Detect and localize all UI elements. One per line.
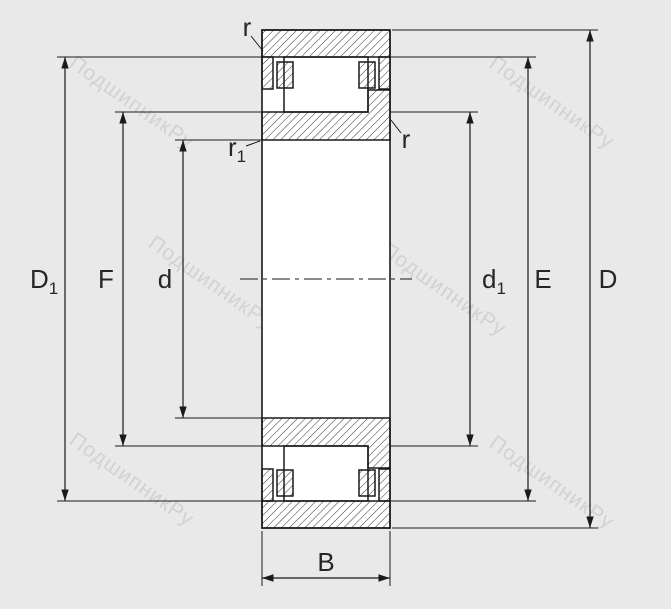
dim-label-B: B [317,547,334,577]
leader-r-right [390,119,402,134]
watermark: ПодшипникРу [485,431,618,534]
leader-r1 [245,140,261,147]
cage-bottom-left [276,469,294,497]
outer-ring-bottom [261,500,391,529]
dimension-lines [61,30,594,582]
watermark: ПодшипникРу [485,51,618,154]
bearing-body [240,29,412,529]
dim-label-r-top: r [243,12,252,42]
cage-top-right [358,61,376,89]
dim-label-D: D [599,264,618,294]
outer-ring-flange-bottom-left [261,468,274,502]
outer-ring-flange-top-right [378,56,391,90]
roller-top [283,56,369,113]
dim-label-d: d [158,264,172,294]
dim-label-r1: r1 [228,132,246,166]
roller-bottom [283,445,369,502]
dim-label-r-right: r [402,124,411,154]
watermark: ПодшипникРу [65,428,198,531]
dimension-labels: r r1 r D1 F d d1 E D B [30,12,617,577]
dim-label-E: E [534,264,551,294]
cage-bottom-right [358,469,376,497]
leader-lines [245,35,402,147]
dim-label-d1: d1 [482,264,506,298]
outer-ring-flange-top-left [261,56,274,90]
outer-ring-top [261,29,391,58]
cage-top-left [276,61,294,89]
dim-label-F: F [98,264,114,294]
watermark: ПодшипникРу [65,51,198,154]
leader-r-top [250,35,264,52]
dim-label-D1: D1 [30,264,58,298]
outer-ring-flange-bottom-right [378,468,391,502]
extension-lines [57,29,598,586]
